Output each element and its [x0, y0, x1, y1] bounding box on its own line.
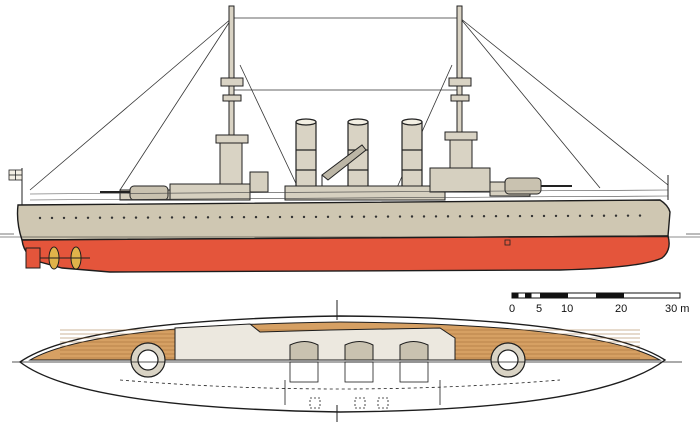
porthole	[266, 215, 270, 219]
fore-mast	[215, 5, 249, 189]
plan-superstructure	[174, 323, 456, 361]
porthole	[254, 215, 258, 219]
porthole	[434, 215, 438, 218]
porthole	[578, 214, 582, 218]
scale-label-20: 20	[615, 303, 627, 315]
porthole	[218, 216, 222, 219]
porthole	[446, 215, 450, 218]
hull-upper	[16, 199, 671, 241]
scale-label-0: 0	[509, 303, 515, 315]
porthole	[386, 215, 390, 218]
porthole	[422, 215, 426, 218]
porthole	[326, 215, 330, 219]
porthole	[482, 215, 486, 218]
rudder-and-propellers	[25, 246, 90, 270]
porthole	[338, 215, 342, 218]
plan-lower-details	[119, 361, 561, 409]
funnel-1	[295, 121, 317, 191]
porthole	[134, 216, 138, 219]
porthole	[38, 216, 42, 220]
porthole	[302, 215, 306, 219]
porthole	[170, 216, 174, 219]
ensign-flag	[8, 168, 23, 205]
porthole	[458, 215, 462, 218]
porthole	[590, 214, 594, 217]
porthole	[374, 215, 378, 218]
porthole	[602, 214, 606, 217]
porthole	[530, 214, 534, 218]
porthole	[86, 216, 90, 220]
porthole	[350, 215, 354, 218]
porthole	[206, 216, 210, 219]
aft-turret	[504, 177, 572, 195]
side-profile	[0, 5, 700, 273]
porthole	[410, 215, 414, 218]
porthole	[518, 214, 522, 218]
porthole	[194, 216, 198, 219]
scale-label-5: 5	[536, 303, 542, 315]
porthole	[362, 215, 366, 218]
porthole	[242, 215, 246, 219]
porthole	[158, 216, 162, 219]
porthole	[290, 215, 294, 219]
porthole	[626, 214, 630, 217]
scale-bar: 0 5 10 20 30 m	[509, 292, 689, 315]
plan-fore-turret	[130, 342, 166, 378]
porthole	[122, 216, 126, 219]
plan-funnels	[289, 341, 429, 361]
porthole	[638, 214, 642, 217]
porthole	[542, 214, 546, 218]
porthole	[494, 214, 498, 218]
funnel-3	[401, 121, 423, 191]
porthole	[110, 216, 114, 219]
scale-label-30m: 30 m	[665, 303, 689, 315]
porthole	[554, 214, 558, 218]
porthole	[314, 215, 318, 219]
plan-view	[12, 300, 682, 422]
rigging-lines	[29, 17, 669, 193]
scale-label-10: 10	[561, 303, 573, 315]
porthole	[566, 214, 570, 218]
porthole	[506, 214, 510, 218]
porthole	[230, 216, 234, 219]
plan-aft-turret	[490, 342, 526, 378]
porthole	[182, 216, 186, 219]
porthole	[98, 216, 102, 219]
porthole	[398, 215, 402, 218]
deck-railing	[29, 189, 669, 201]
porthole	[614, 214, 618, 217]
porthole	[146, 216, 150, 219]
porthole	[470, 215, 474, 218]
portholes	[38, 214, 642, 220]
porthole	[278, 215, 282, 219]
porthole	[74, 216, 78, 220]
porthole	[50, 216, 54, 220]
hull-lower-red	[21, 235, 670, 273]
porthole	[62, 216, 66, 220]
